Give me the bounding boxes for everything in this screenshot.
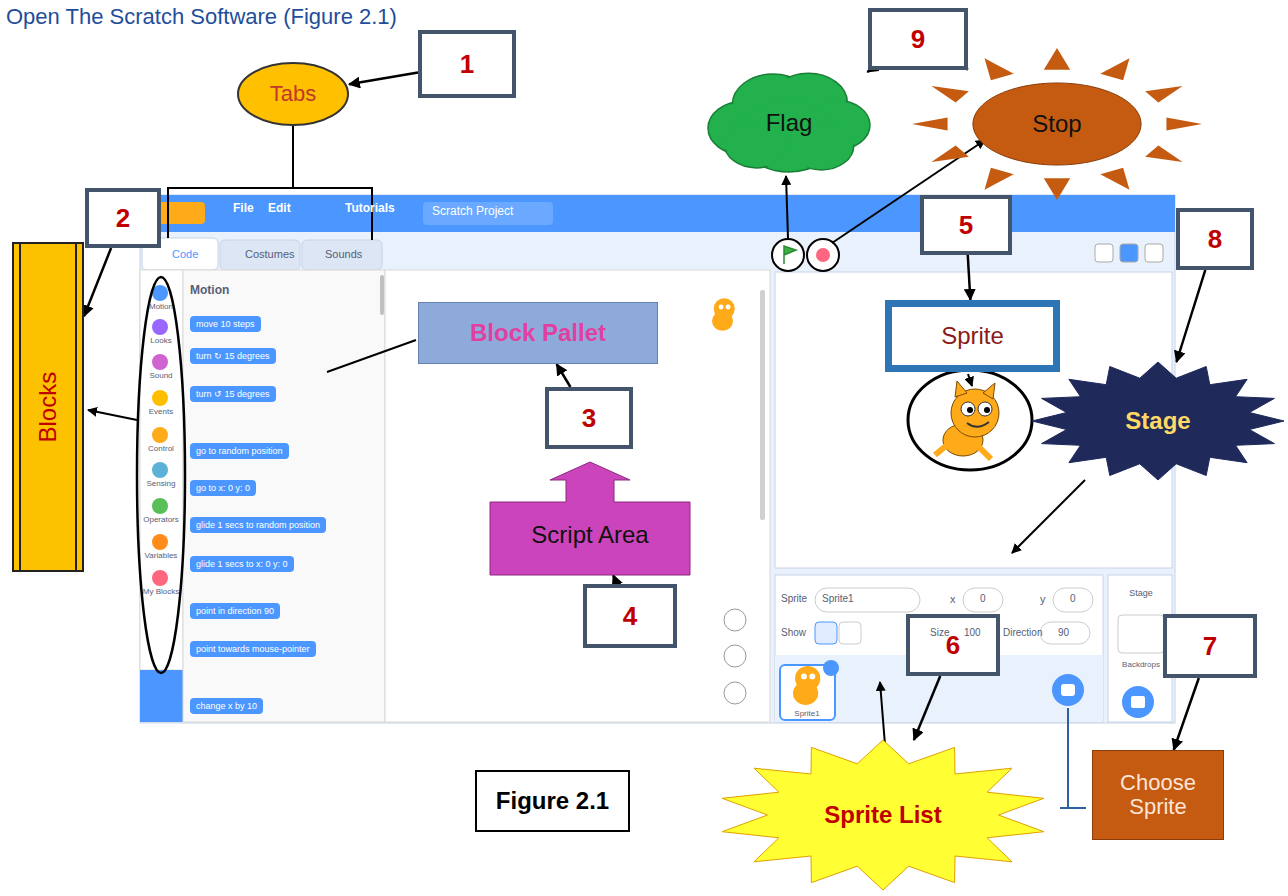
node-text: Script Area (531, 522, 648, 548)
sprite-thumb-text: Sprite1 (794, 709, 819, 718)
callout-number: 4 (583, 584, 677, 648)
category-text: Looks (150, 336, 171, 345)
project-title: Scratch Project (432, 205, 513, 219)
tabs-ellipse: Tabs (237, 62, 349, 126)
info-text: Size (930, 627, 949, 639)
node-text: Flag (766, 110, 813, 136)
callout-number: 6 (906, 614, 1000, 676)
script-area-arrow: Script Area (490, 462, 690, 575)
script-area-arrow-outline (490, 462, 690, 575)
info-text: y (1040, 593, 1046, 606)
node-text: 9 (911, 25, 925, 54)
category-text: Variables (145, 551, 178, 560)
info-text: Sprite (781, 593, 807, 605)
category-text: Sound (149, 371, 172, 380)
callout-number: 1 (418, 30, 516, 98)
category-text: Motion (149, 302, 173, 311)
node-text: 7 (1203, 632, 1217, 661)
callout-arrow (968, 255, 971, 300)
category-text: My Blocks (143, 587, 179, 596)
tab-text: Sounds (325, 248, 362, 261)
motion-block: glide 1 secs to random position (190, 517, 326, 533)
callout-number: 5 (920, 195, 1012, 255)
callout-arrow (613, 575, 617, 584)
flag-cloud: Flag (708, 72, 870, 174)
stage-panel-text: Stage (1129, 588, 1153, 598)
info-text: 0 (980, 593, 986, 605)
palette-heading: Motion (190, 284, 229, 298)
callout-arrow (1174, 678, 1199, 750)
callout-arrow (84, 248, 111, 316)
motion-block: go to random position (190, 443, 289, 459)
menu-text: Tutorials (345, 202, 395, 216)
choose-sprite-box: Choose Sprite (1092, 750, 1224, 840)
sprite-list-star: Sprite List (718, 740, 1048, 890)
category-text: Events (149, 407, 173, 416)
figure-caption-box: Figure 2.1 (475, 770, 630, 832)
category-text: Control (148, 444, 174, 453)
sprite-box: Sprite (885, 300, 1060, 372)
callout-arrow (349, 72, 418, 84)
info-text: Show (781, 627, 806, 639)
pallet-box: Block Pallet (418, 302, 658, 364)
menu-text: Edit (268, 202, 291, 216)
motion-block: point towards mouse-pointer (190, 641, 316, 657)
motion-block: change x by 10 (190, 698, 263, 714)
stop-sun: Stop (912, 48, 1202, 200)
callout-arrow (914, 676, 940, 740)
node-text: 5 (959, 211, 973, 240)
info-text: Sprite1 (822, 593, 854, 605)
node-text: Blocks (35, 372, 61, 443)
motion-block: point in direction 90 (190, 603, 280, 619)
node-text: Tabs (270, 82, 316, 106)
callout-number: 2 (85, 188, 161, 248)
node-text: 2 (116, 204, 130, 233)
blocks-band: Blocks (12, 242, 84, 572)
node-text: Sprite (941, 323, 1004, 349)
tab-text: Code (172, 248, 198, 261)
tab-text: Costumes (245, 248, 295, 261)
callout-arrow (1176, 270, 1205, 362)
page-heading: Open The Scratch Software (Figure 2.1) (6, 4, 397, 29)
callout-number: 3 (545, 387, 633, 449)
node-text: 4 (623, 602, 637, 631)
motion-block: turn ↺ 15 degrees (190, 386, 276, 402)
callout-number: 9 (868, 8, 968, 70)
info-text: 90 (1058, 627, 1069, 639)
node-text: Choose Sprite (1100, 771, 1216, 819)
node-text: Sprite List (824, 802, 941, 828)
callout-number: 7 (1163, 614, 1257, 678)
node-text: Figure 2.1 (496, 788, 609, 814)
motion-block: glide 1 secs to x: 0 y: 0 (190, 556, 294, 572)
callout-number: 8 (1176, 208, 1254, 270)
category-text: Operators (143, 515, 179, 524)
info-text: 0 (1070, 593, 1076, 605)
callout-arrow (557, 364, 571, 387)
node-text: 8 (1208, 225, 1222, 254)
node-text: 3 (582, 404, 596, 433)
callout-arrow (867, 70, 870, 72)
motion-block: move 10 steps (190, 316, 261, 332)
node-text: Stop (1032, 111, 1081, 137)
menu-text: File (233, 202, 254, 216)
stage-panel-text: Backdrops (1122, 660, 1160, 669)
motion-block: turn ↻ 15 degrees (190, 348, 276, 364)
node-text: Stage (1125, 408, 1190, 434)
node-text: Block Pallet (470, 320, 606, 346)
motion-block: go to x: 0 y: 0 (190, 480, 256, 496)
category-text: Sensing (147, 479, 176, 488)
info-text: Direction (1003, 627, 1042, 639)
info-text: x (950, 593, 956, 606)
info-text: 100 (964, 627, 981, 639)
node-text: 1 (460, 50, 474, 79)
stage-star: Stage (1032, 362, 1284, 480)
